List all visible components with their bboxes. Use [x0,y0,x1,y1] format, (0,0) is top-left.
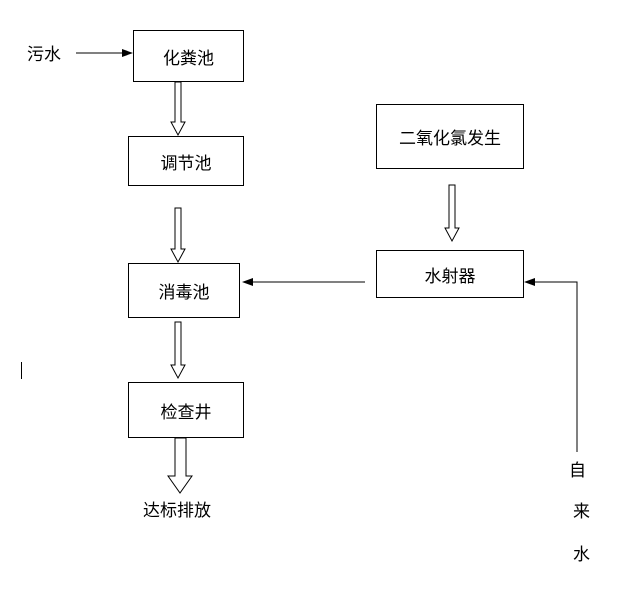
node-chlorine-dioxide-generator: 二氧化氯发生 [376,104,524,169]
arrow-septic-to-regulating [170,81,186,137]
arrow-tapwater-to-ejector [524,278,578,452]
node-chlorine-dioxide-generator-label: 二氧化氯发生 [399,129,501,149]
node-septic-tank-label: 化粪池 [163,48,214,69]
arrow-ejector-to-disinfection [242,278,365,286]
label-tap-water-char-1: 自 [569,461,586,481]
label-tap-water-char-3: 水 [573,545,590,565]
node-inspection-well-label: 检查井 [160,402,212,423]
node-septic-tank: 化粪池 [133,30,244,82]
node-regulating-tank-label: 调节池 [160,153,212,174]
node-inspection-well: 检查井 [128,382,244,438]
label-sewage: 污水 [27,45,61,65]
node-regulating-tank: 调节池 [128,136,244,186]
arrow-generator-to-ejector [444,184,460,243]
node-water-ejector: 水射器 [376,250,524,298]
text-cursor [21,362,22,379]
node-water-ejector-label: 水射器 [424,266,476,287]
arrow-regulating-to-disinfection [170,207,186,264]
arrow-inspection-to-discharge [167,437,193,494]
arrow-disinfection-to-inspection [170,321,186,380]
label-discharge: 达标排放 [143,501,211,521]
node-disinfection-tank-label: 消毒池 [158,283,210,303]
node-disinfection-tank: 消毒池 [128,263,240,318]
label-tap-water-char-2: 来 [573,502,590,522]
arrow-sewage-to-septic [76,49,133,57]
